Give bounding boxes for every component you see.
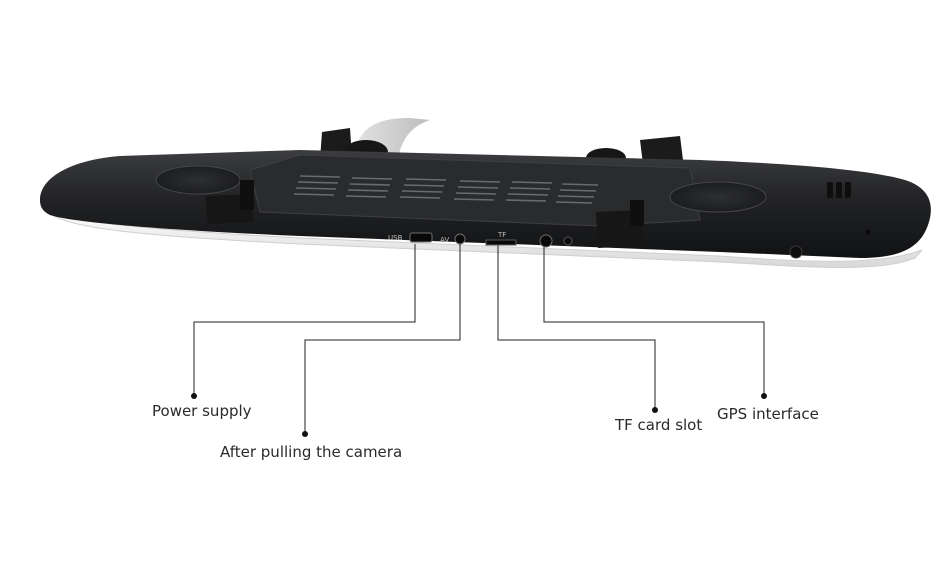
speaker-right [669,181,767,213]
leader-camera [304,244,461,434]
reset-button [789,245,803,259]
mic-hole [865,229,871,235]
leader-power-supply [193,244,416,396]
leader-tf-card [497,245,656,410]
back-panel [249,154,701,227]
leader-lines [193,244,765,434]
vent-grille [293,175,599,204]
mount-clip-right [596,200,644,248]
leader-dots [191,393,767,437]
callout-after-pulling-camera: After pulling the camera [220,443,403,461]
av-port [454,233,466,245]
callout-power-supply: Power supply [152,402,252,420]
leader-gps [543,247,765,396]
usb-port [409,232,433,243]
tf-slot-marking: TF [497,231,506,239]
av-port-marking: AV [440,236,449,244]
callout-gps-interface: GPS interface [717,405,819,423]
usb-port-marking: USB [388,234,403,242]
port-cluster: USB AV TF [388,231,573,248]
mirror-bezel [45,209,923,268]
mount-clip-left [205,180,254,224]
callout-tf-card-slot: TF card slot [615,416,703,434]
audio-port [563,236,573,246]
speaker-left [155,165,241,195]
tf-card-slot [485,239,517,246]
gps-port [539,234,553,248]
side-buttons [827,182,851,198]
